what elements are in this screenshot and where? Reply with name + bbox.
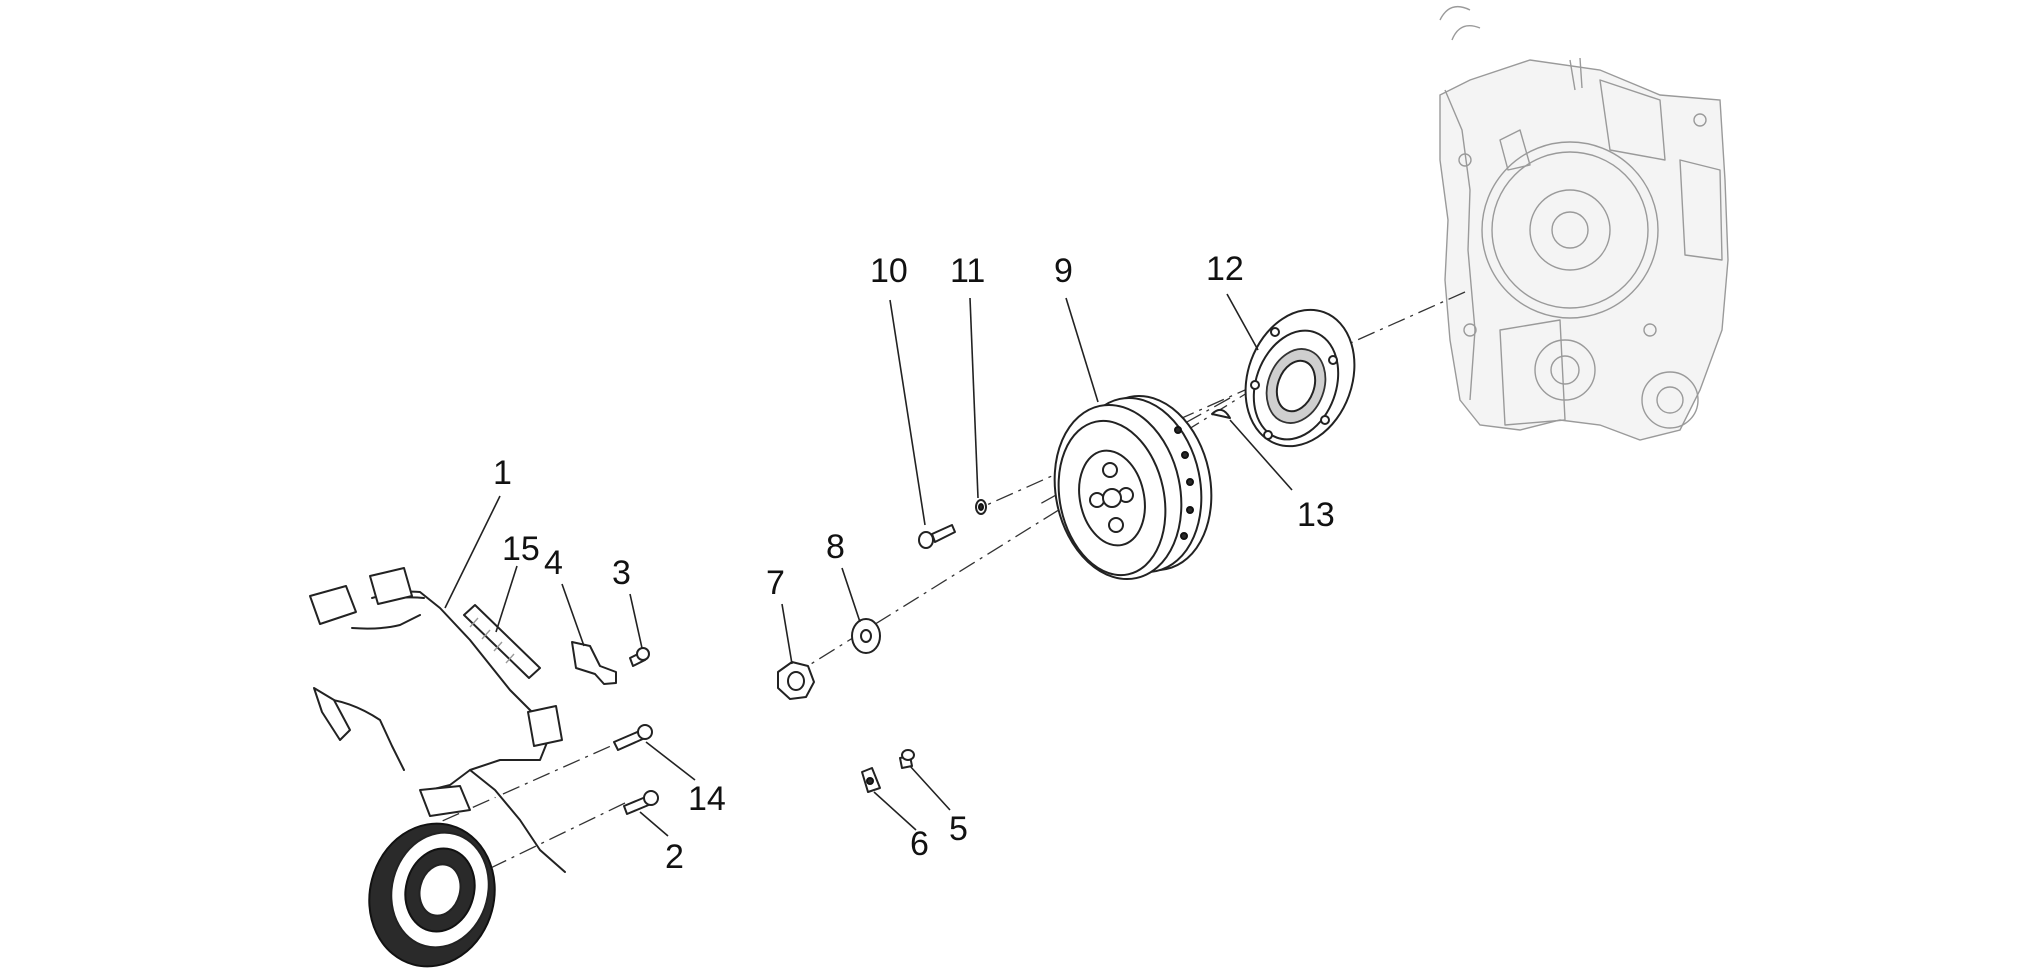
part-7-nut — [777, 661, 815, 700]
callout-labels: 1 2 3 4 5 6 7 8 9 10 11 12 13 14 15 — [493, 250, 1335, 876]
part-10-screw — [918, 524, 956, 549]
leader-10 — [889, 299, 926, 526]
callout-14: 14 — [688, 780, 726, 818]
callout-13: 13 — [1297, 496, 1335, 534]
leader-5 — [909, 765, 951, 811]
part-13-key — [1211, 408, 1231, 419]
part-9-flywheel — [1053, 394, 1213, 581]
leader-7 — [781, 603, 793, 665]
part-4-clamp — [571, 641, 617, 685]
leader-11 — [969, 297, 979, 499]
callout-11: 11 — [950, 252, 985, 290]
leader-8 — [841, 567, 861, 623]
callout-12: 12 — [1206, 250, 1244, 288]
leader-4 — [561, 583, 585, 647]
leader-14 — [645, 741, 696, 781]
leader-13 — [1229, 419, 1293, 491]
part-6-plate — [861, 767, 881, 793]
leader-1 — [444, 495, 501, 609]
part-3-screw — [629, 647, 650, 667]
part-8-washer — [851, 618, 881, 654]
part-12-freewheel — [1244, 308, 1356, 448]
leader-6 — [873, 791, 917, 831]
callout-8: 8 — [826, 528, 845, 566]
callout-15: 15 — [502, 530, 540, 568]
leader-9 — [1065, 297, 1099, 403]
callout-1: 1 — [493, 454, 512, 492]
part-5-screw — [899, 749, 915, 769]
part-14-screw — [613, 724, 653, 751]
callout-3: 3 — [612, 554, 631, 592]
part-15-sleeve — [463, 604, 541, 679]
callout-7: 7 — [766, 564, 785, 602]
part-1-stator — [309, 567, 566, 968]
part-2-screw — [623, 790, 659, 815]
callout-5: 5 — [949, 810, 968, 848]
callout-6: 6 — [910, 825, 929, 863]
leader-12 — [1226, 293, 1259, 351]
leader-15 — [495, 565, 518, 633]
callout-9: 9 — [1054, 252, 1073, 290]
part-11-washer — [975, 499, 987, 515]
leader-lines — [444, 293, 1293, 837]
leader-3 — [629, 593, 643, 649]
engine-crankcase-ghost — [1439, 6, 1729, 441]
callout-4: 4 — [544, 544, 563, 582]
leader-2 — [639, 811, 669, 837]
callout-10: 10 — [870, 252, 908, 290]
callout-2: 2 — [665, 838, 684, 876]
